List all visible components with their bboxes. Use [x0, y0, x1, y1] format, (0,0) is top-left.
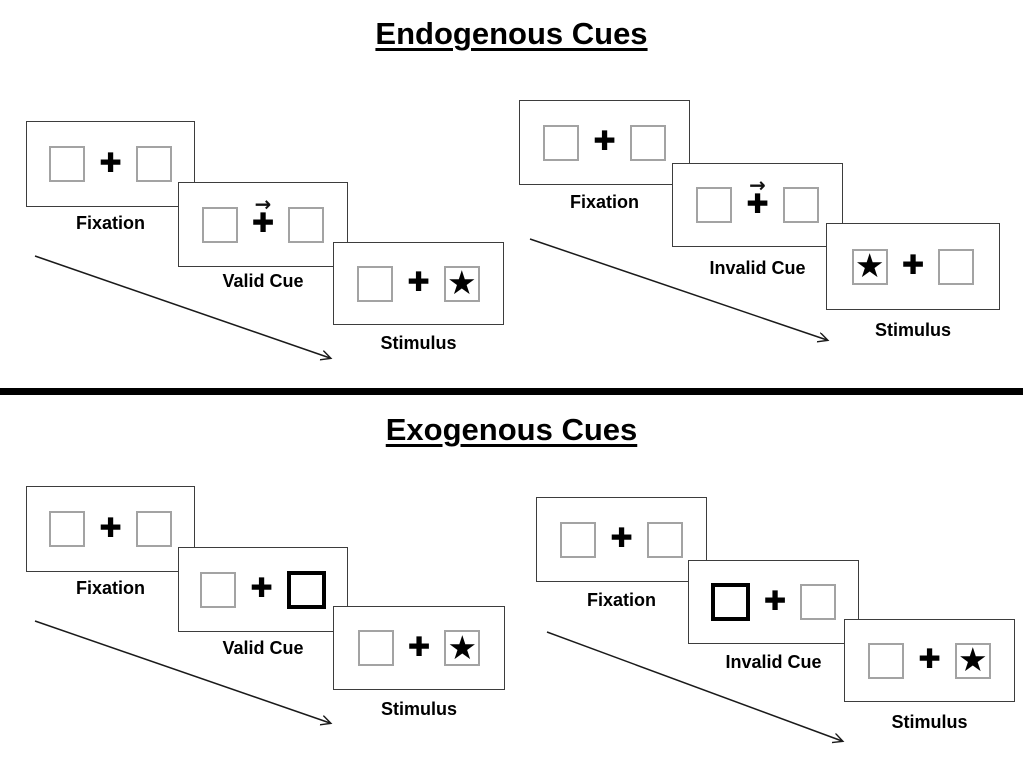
- left-placeholder-box: [201, 206, 238, 243]
- fixation-panel: ✚: [519, 100, 690, 185]
- right-placeholder-box: [938, 248, 975, 285]
- invalid-cue-panel: ✚: [688, 560, 859, 644]
- fixation-point: ✚: [407, 631, 431, 663]
- right-placeholder-box: [288, 206, 325, 243]
- right-target-box: ★: [954, 640, 991, 679]
- left-placeholder-box: [49, 146, 86, 182]
- valid-cue-panel: → ✚: [178, 182, 348, 267]
- timeline-arrow: [546, 631, 842, 741]
- left-target-box: ★: [851, 246, 888, 285]
- fixation-point: ✚: [901, 250, 925, 281]
- stimulus-panel: ✚ ★: [333, 606, 505, 690]
- left-placeholder-box: [357, 630, 394, 666]
- fixation-point: ✚: [99, 147, 122, 179]
- fixation-point: ✚: [593, 126, 616, 157]
- fixation-cross-icon: ✚: [763, 585, 787, 617]
- stimulus-panel: ★ ✚: [826, 223, 1000, 310]
- invalid-cue-panel: → ✚: [672, 163, 843, 247]
- section-divider: [0, 388, 1023, 395]
- panel-label-stimulus: Stimulus: [380, 333, 457, 353]
- right-placeholder-box: [135, 511, 172, 547]
- timeline-arrow: [34, 620, 330, 723]
- left-placeholder-box: [200, 571, 237, 608]
- fixation-cross-icon: ✚: [407, 267, 430, 298]
- star-icon: ★: [854, 246, 885, 285]
- star-icon: ★: [447, 263, 477, 302]
- timeline-arrow: [529, 238, 827, 340]
- fixation-point: ✚: [407, 267, 430, 298]
- fixation-point: ✚: [610, 523, 633, 554]
- fixation-cross-icon: ✚: [918, 644, 941, 675]
- panel-label-invalid-cue: Invalid Cue: [725, 652, 822, 672]
- left-placeholder-box: [357, 265, 394, 302]
- fixation-panel: ✚: [26, 486, 195, 572]
- fixation-point: ✚: [250, 573, 273, 604]
- fixation-cross-icon: ✚: [593, 126, 616, 157]
- fixation-panel: ✚: [536, 497, 707, 582]
- right-target-box: ★: [443, 263, 480, 302]
- fixation-cross-icon: ✚: [251, 208, 275, 239]
- valid-cue-panel: ✚: [178, 547, 348, 632]
- star-icon: ★: [958, 640, 988, 679]
- right-placeholder-box: [135, 146, 172, 182]
- fixation-cross-icon: ✚: [407, 631, 431, 663]
- fixation-cross-icon: ✚: [99, 147, 122, 179]
- section-title-exogenous: Exogenous Cues: [385, 412, 638, 447]
- panel-label-stimulus: Stimulus: [891, 712, 968, 732]
- panel-label-fixation: Fixation: [586, 590, 656, 610]
- fixation-cross-icon: ✚: [99, 512, 122, 544]
- section-title-endogenous: Endogenous Cues: [375, 16, 648, 51]
- cue-arrow-icon: →: [749, 172, 766, 197]
- panel-label-valid-cue: Valid Cue: [222, 271, 304, 291]
- fixation-point: ✚: [99, 512, 122, 544]
- right-placeholder-box: [646, 521, 683, 558]
- fixation-cross-icon: ✚: [250, 573, 273, 604]
- left-cue-box-thick: [710, 583, 750, 621]
- fixation-point: ✚: [918, 644, 941, 675]
- left-placeholder-box: [543, 124, 580, 161]
- cue-arrow-icon: →: [254, 192, 272, 216]
- right-placeholder-box: [800, 584, 837, 620]
- fixation-point: → ✚: [251, 194, 275, 239]
- left-placeholder-box: [696, 187, 733, 223]
- right-placeholder-box: [629, 124, 666, 161]
- panel-label-fixation: Fixation: [75, 213, 145, 233]
- timeline-arrow: [34, 255, 330, 358]
- stimulus-panel: ✚ ★: [333, 242, 504, 325]
- star-icon: ★: [447, 627, 478, 667]
- fixation-cross-icon: ✚: [610, 523, 633, 554]
- left-placeholder-box: [868, 642, 905, 679]
- fixation-cross-icon: ✚: [901, 250, 925, 281]
- right-placeholder-box: [782, 187, 819, 223]
- left-placeholder-box: [560, 521, 597, 558]
- left-placeholder-box: [49, 511, 86, 547]
- fixation-point: ✚: [763, 585, 787, 617]
- panel-label-invalid-cue: Invalid Cue: [709, 258, 806, 278]
- panel-label-stimulus: Stimulus: [380, 699, 457, 719]
- fixation-cross-icon: ✚: [746, 188, 769, 220]
- stimulus-panel: ✚ ★: [844, 619, 1015, 702]
- panel-label-valid-cue: Valid Cue: [222, 638, 304, 658]
- right-target-box: ★: [444, 627, 481, 667]
- panel-label-stimulus: Stimulus: [874, 320, 951, 340]
- fixation-point: → ✚: [746, 175, 769, 220]
- fixation-panel: ✚: [26, 121, 195, 207]
- panel-label-fixation: Fixation: [569, 192, 639, 212]
- right-cue-box-thick: [286, 570, 326, 609]
- panel-label-fixation: Fixation: [75, 578, 145, 598]
